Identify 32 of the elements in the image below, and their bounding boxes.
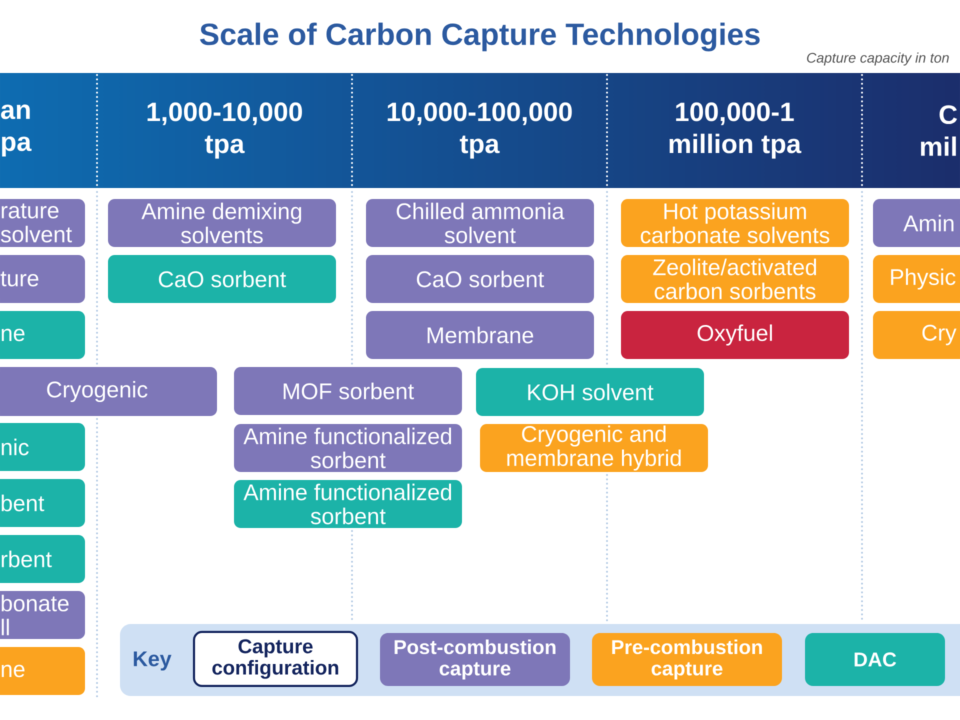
technology-box: Oxyfuel [621,311,849,359]
technology-box: Amine functionalized sorbent [234,424,462,472]
technology-box: CaO sorbent [108,255,336,303]
technology-box: Chilled ammonia solvent [366,199,594,247]
legend-box: DAC [805,633,945,686]
technology-box: ne [0,311,85,359]
technology-box: Membrane [366,311,594,359]
technology-box: ne [0,647,85,695]
technology-box: Hot potassium carbonate solvents [621,199,849,247]
technology-box: Physic [873,255,960,303]
technology-box: ture [0,255,85,303]
technology-box: Amine demixing solvents [108,199,336,247]
technology-box: MOF sorbent [234,367,462,415]
technology-box: CaO sorbent [366,255,594,303]
technology-box: nic [0,423,85,471]
key-heading: Key [134,651,172,671]
technology-box: Amin [873,199,960,247]
title: Scale of Carbon Capture Technologies [200,22,760,52]
technology-box: Zeolite/activated carbon sorbents [621,255,849,303]
technology-box: bent [0,479,85,527]
technology-box: KOH solvent [476,368,704,416]
legend-box: Capture configuration [192,630,358,688]
technology-box: bonate ll [0,591,85,639]
technology-box: Cry [873,311,960,359]
technology-box: rature solvent [0,199,85,247]
technology-box: Cryogenic [0,367,217,416]
legend-box: Pre-combustion capture [592,633,782,686]
legend-box: Post-combustion capture [380,633,570,686]
note: Capture capacity in ton [807,52,949,66]
technology-box: Amine functionalized sorbent [234,480,462,528]
technology-box: Cryogenic and membrane hybrid [480,424,708,472]
technology-box: rbent [0,535,85,583]
